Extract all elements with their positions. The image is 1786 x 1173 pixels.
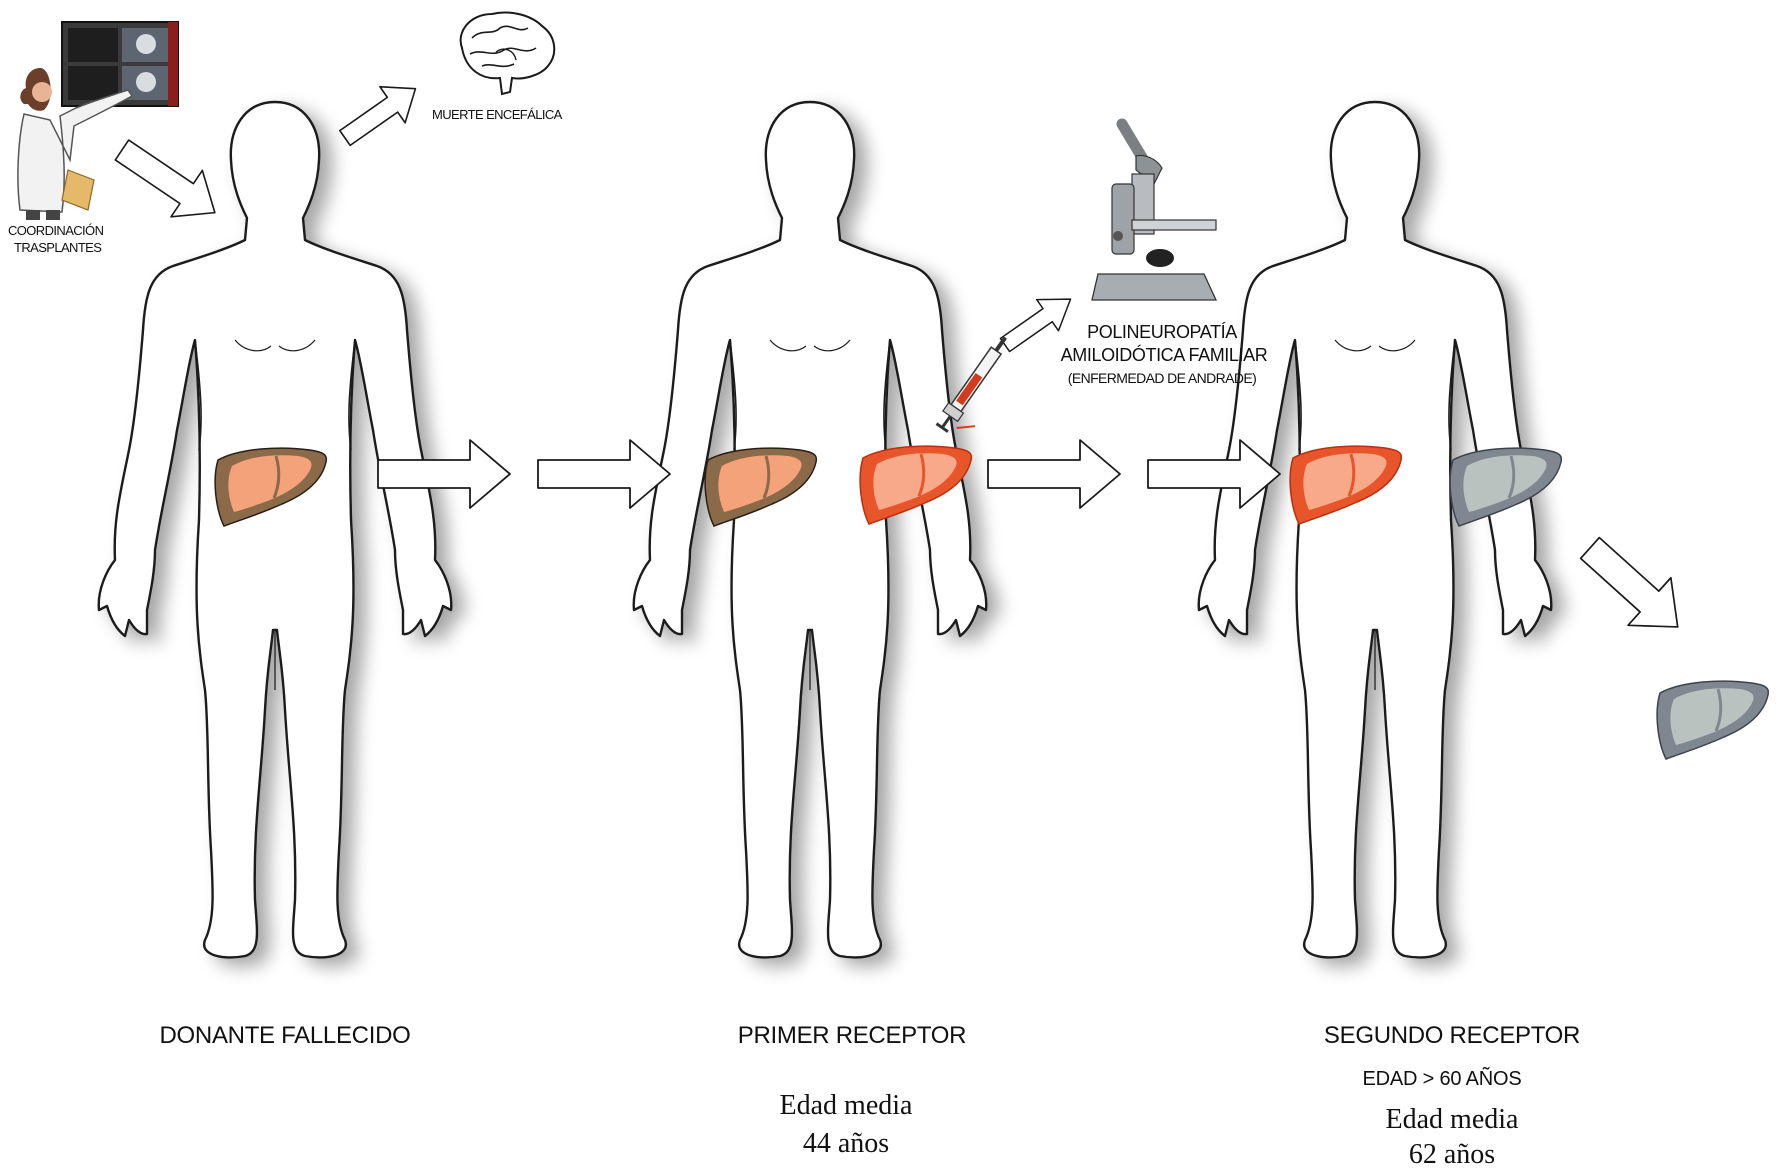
coordination-label-line2: TRASPLANTES: [14, 240, 101, 255]
brain-death-label: MUERTE ENCEFÁLICA: [432, 107, 562, 122]
disease-label-line1: POLINEUROPATÍA: [1087, 322, 1237, 343]
disease-label-line3: (ENFERMEDAD DE ANDRADE): [1068, 370, 1256, 386]
arrow-coordination-to-donor: [106, 127, 230, 236]
arrow-first-to-second: [988, 440, 1120, 508]
donor-title: DONANTE FALLECIDO: [160, 1022, 411, 1050]
second-recipient-body: [1199, 102, 1552, 957]
second-recipient-age-label: Edad media: [1386, 1101, 1519, 1139]
donor-body: [99, 102, 452, 957]
brain-icon: [461, 13, 555, 95]
explanted-liver-icon: [1657, 681, 1768, 759]
arrow-to-brain: [332, 71, 428, 156]
arrow-into-first: [538, 440, 670, 508]
arrow-to-explanted-liver: [1569, 524, 1700, 651]
second-recipient-title: SEGUNDO RECEPTOR: [1324, 1022, 1580, 1050]
second-recipient-age-value: 62 años: [1409, 1138, 1495, 1172]
first-recipient-age-label: Edad media: [780, 1087, 913, 1125]
first-recipient-age-value: 44 años: [803, 1125, 889, 1163]
disease-label-line2: AMILOIDÓTICA FAMILIAR: [1061, 345, 1268, 366]
second-recipient-age-condition: EDAD > 60 AÑOS: [1363, 1068, 1522, 1091]
first-recipient-title: PRIMER RECEPTOR: [738, 1022, 966, 1050]
coordination-label-line1: COORDINACIÓN: [8, 223, 103, 238]
microscope-icon: [1092, 124, 1216, 300]
first-recipient-body: [634, 102, 987, 957]
